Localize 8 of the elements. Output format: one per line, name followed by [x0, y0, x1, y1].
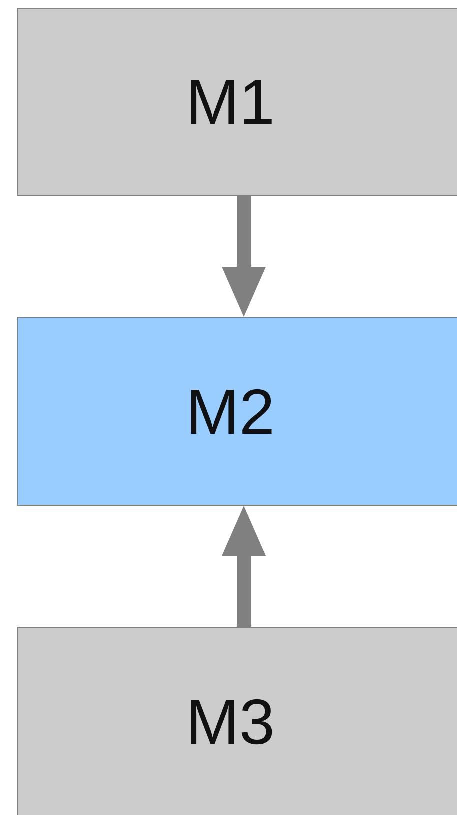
box-label: M1: [186, 70, 275, 134]
process-box: [17, 627, 457, 815]
box-label: M2: [186, 380, 275, 444]
arrow: [222, 196, 266, 317]
arrow: [222, 506, 266, 627]
process-box: [17, 8, 457, 196]
process-box: [17, 317, 457, 506]
box-label: M3: [186, 690, 275, 754]
